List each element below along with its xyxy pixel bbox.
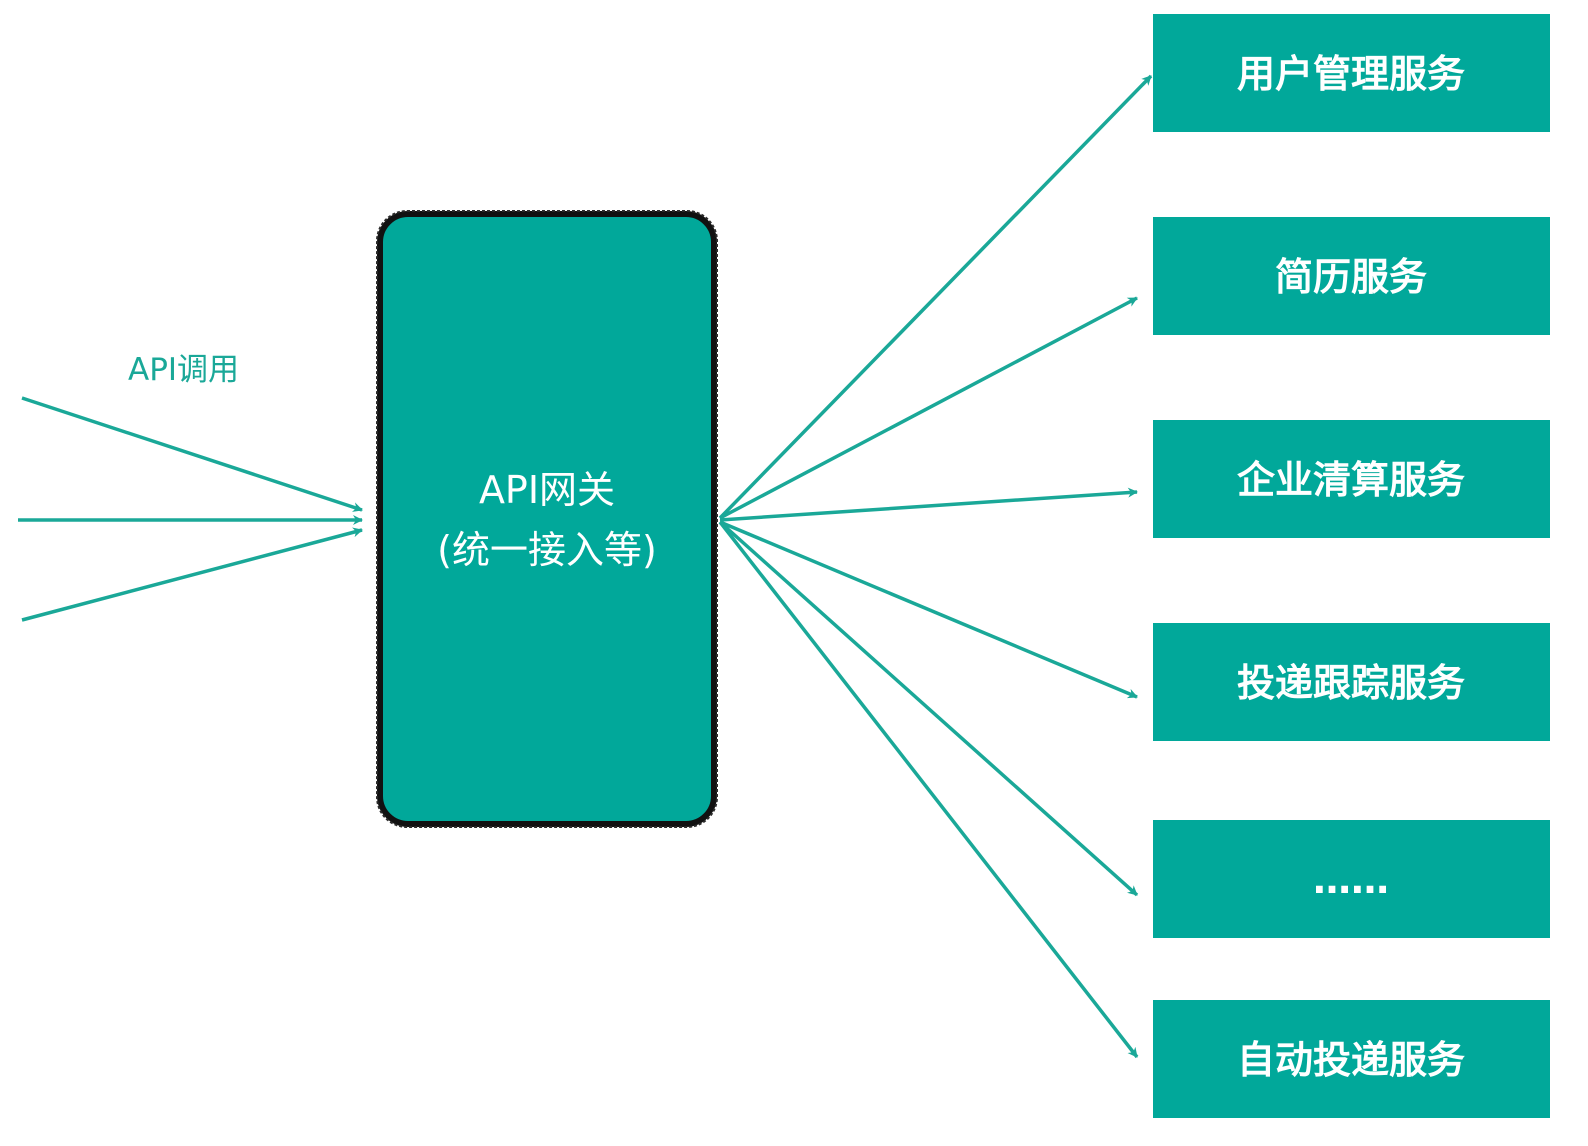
service-label: …… bbox=[1313, 858, 1389, 902]
service-box-shape bbox=[1153, 217, 1550, 335]
incoming-arrow-bottom bbox=[21, 527, 363, 622]
api-gateway-subtitle: (统一接入等) bbox=[437, 528, 657, 572]
api-call-label: API调用 bbox=[128, 352, 239, 388]
service-box-shape bbox=[1153, 420, 1550, 538]
incoming-arrows bbox=[18, 396, 363, 622]
service-label: 投递跟踪服务 bbox=[1237, 661, 1465, 705]
service-label: 自动投递服务 bbox=[1237, 1038, 1465, 1082]
service-label: 企业清算服务 bbox=[1237, 458, 1465, 502]
api-gateway-rough-edge bbox=[376, 210, 718, 828]
service-label: 用户管理服务 bbox=[1237, 52, 1465, 96]
api-gateway-title: API网关 bbox=[479, 468, 615, 512]
service-box-shape bbox=[1153, 623, 1550, 741]
api-gateway-shape bbox=[377, 211, 717, 827]
outgoing-arrow-auto-delivery bbox=[718, 520, 1139, 1059]
api-gateway-box: API网关 (统一接入等) bbox=[376, 210, 718, 828]
service-label: 简历服务 bbox=[1275, 255, 1427, 299]
outgoing-arrow-resume bbox=[719, 296, 1138, 520]
outgoing-arrow-more bbox=[718, 520, 1139, 897]
service-box-shape bbox=[1153, 820, 1550, 938]
outgoing-arrow-delivery-tracking bbox=[719, 520, 1138, 699]
outgoing-arrow-user-management bbox=[718, 74, 1153, 520]
service-box-auto-delivery: 自动投递服务 bbox=[1153, 1000, 1550, 1118]
service-box-more: …… bbox=[1153, 820, 1550, 938]
service-box-shape bbox=[1153, 14, 1550, 132]
outgoing-arrow-enterprise-clearing bbox=[719, 487, 1138, 522]
service-box-user-management: 用户管理服务 bbox=[1153, 14, 1550, 132]
outgoing-arrows bbox=[718, 74, 1153, 1059]
service-box-enterprise-clearing: 企业清算服务 bbox=[1153, 420, 1550, 538]
service-box-shape bbox=[1153, 1000, 1550, 1118]
incoming-arrow-top bbox=[21, 396, 363, 512]
service-box-delivery-tracking: 投递跟踪服务 bbox=[1153, 623, 1550, 741]
service-box-resume: 简历服务 bbox=[1153, 217, 1550, 335]
